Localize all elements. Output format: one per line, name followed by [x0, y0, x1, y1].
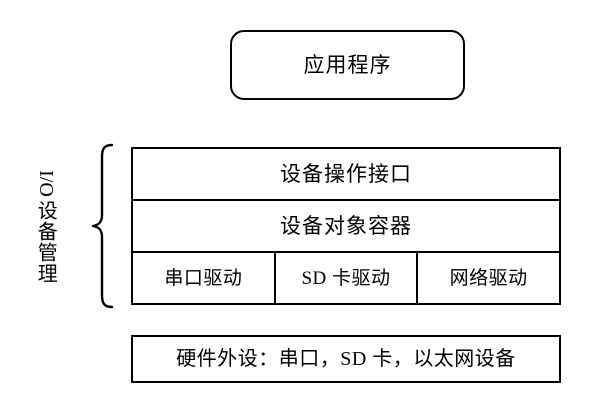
driver-row: 串口驱动 SD 卡驱动 网络驱动 [133, 251, 559, 303]
io-management-stack: 设备操作接口 设备对象容器 串口驱动 SD 卡驱动 网络驱动 [131, 147, 561, 305]
driver-label-serial-port: 串口驱动 [164, 267, 243, 289]
application-program-label: 应用程序 [303, 52, 392, 77]
curly-brace-glyph [91, 143, 114, 309]
driver-cell-serial-port[interactable]: 串口驱动 [133, 253, 274, 303]
io-latin-label: I/O [34, 169, 57, 197]
io-device-management-label: I/O 设备管理 [28, 140, 62, 316]
driver-cell-network[interactable]: 网络驱动 [416, 253, 559, 303]
layer-row-device-object-container[interactable]: 设备对象容器 [133, 199, 559, 251]
io-cjk-label: 设备管理 [34, 199, 57, 284]
driver-cell-sd-card[interactable]: SD 卡驱动 [273, 253, 417, 303]
hardware-peripherals-label: 硬件外设：串口，SD 卡，以太网设备 [176, 348, 516, 370]
curly-brace-icon [90, 143, 116, 309]
layer-label-device-operation-interface: 设备操作接口 [280, 161, 412, 186]
layer-label-device-object-container: 设备对象容器 [280, 213, 412, 238]
driver-label-network: 网络驱动 [449, 267, 528, 289]
application-program-box[interactable]: 应用程序 [230, 30, 465, 100]
hardware-peripherals-box[interactable]: 硬件外设：串口，SD 卡，以太网设备 [131, 335, 561, 383]
driver-label-sd-card: SD 卡驱动 [301, 267, 391, 289]
layer-row-device-operation-interface[interactable]: 设备操作接口 [133, 149, 559, 199]
